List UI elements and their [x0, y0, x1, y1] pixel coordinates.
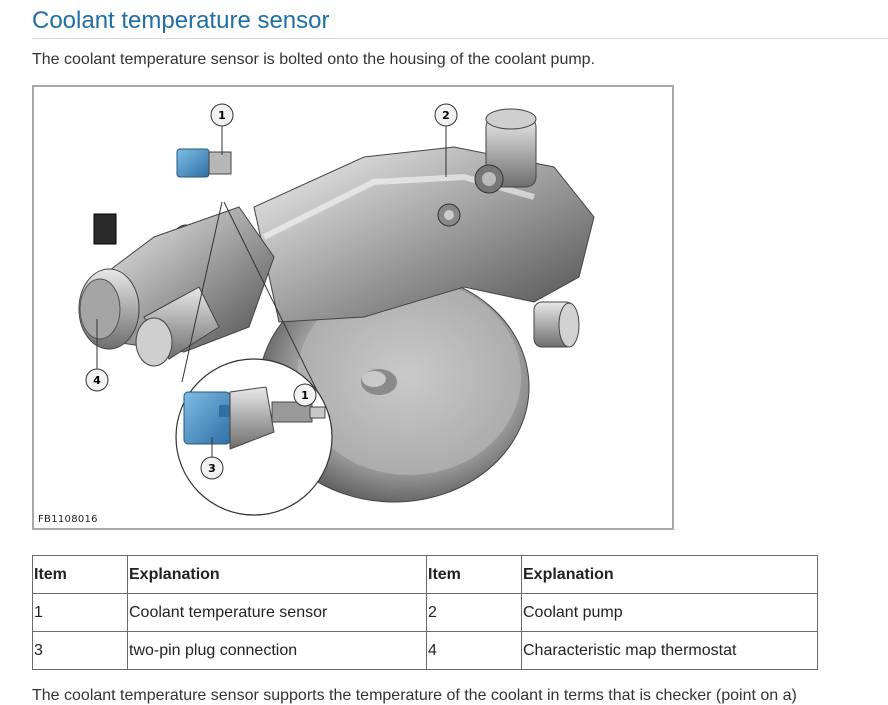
svg-text:1: 1	[301, 389, 309, 402]
item-number: 4	[426, 631, 522, 670]
callout-4: 4	[85, 368, 109, 392]
table-row: 3 two-pin plug connection 4 Characterist…	[32, 631, 818, 670]
legend-table: Item Explanation Item Explanation 1 Cool…	[32, 555, 818, 670]
footer-paragraph: The coolant temperature sensor supports …	[32, 687, 797, 704]
callout-1-zoom: 1	[293, 383, 317, 407]
legend-header-row: Item Explanation Item Explanation	[32, 555, 818, 594]
item-number: 2	[426, 593, 522, 632]
coolant-pump-illustration: 1 2 4 1 3 FB1108016	[32, 85, 674, 530]
svg-text:2: 2	[442, 109, 450, 122]
svg-text:3: 3	[208, 462, 216, 475]
callout-2: 2	[434, 103, 458, 127]
svg-text:1: 1	[218, 109, 226, 122]
item-number: 3	[32, 631, 128, 670]
svg-text:4: 4	[93, 374, 101, 387]
table-row: 1 Coolant temperature sensor 2 Coolant p…	[32, 593, 818, 632]
callout-3: 3	[200, 456, 224, 480]
item-number: 1	[32, 593, 128, 632]
item-explanation: Characteristic map thermostat	[521, 631, 818, 670]
item-explanation: two-pin plug connection	[127, 631, 427, 670]
figure-code: FB1108016	[38, 514, 98, 525]
item-explanation: Coolant pump	[521, 593, 818, 632]
callout-1-top: 1	[210, 103, 234, 127]
page-title: Coolant temperature sensor	[32, 6, 888, 39]
item-explanation: Coolant temperature sensor	[127, 593, 427, 632]
header-explanation: Explanation	[127, 555, 427, 594]
header-item: Item	[32, 555, 128, 594]
header-item: Item	[426, 555, 522, 594]
intro-paragraph: The coolant temperature sensor is bolted…	[32, 51, 596, 68]
header-explanation: Explanation	[521, 555, 818, 594]
